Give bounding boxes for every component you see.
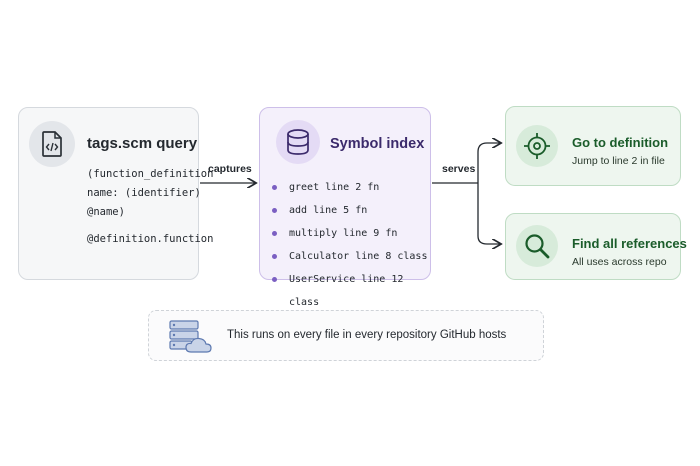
go-to-definition-title: Go to definition: [572, 135, 669, 150]
server-cloud-icon: [169, 320, 213, 359]
serves-arrow-goto: [477, 143, 500, 183]
query-title: tags.scm query: [87, 135, 198, 152]
query-card: tags.scm query (function_definition name…: [18, 107, 213, 280]
magnifier-icon: [516, 225, 558, 267]
go-to-definition-subtitle: Jump to line 2 in file: [572, 155, 665, 167]
query-code-line: (function_definition: [87, 168, 214, 180]
symbol-item: add line 5 fn: [272, 199, 430, 222]
scale-note: This runs on every file in every reposit…: [148, 310, 544, 361]
target-icon: [516, 125, 558, 167]
scale-note-text: This runs on every file in every reposit…: [227, 329, 507, 341]
query-code-line: name: (identifier): [87, 187, 201, 199]
serves-arrow-refs: [477, 183, 500, 244]
go-to-definition-card: Go to definition Jump to line 2 in file: [505, 106, 681, 186]
symbol-item: UserService line 12 class: [272, 268, 430, 308]
symbol-index-title: Symbol index: [330, 136, 425, 152]
find-all-references-title: Find all references: [572, 236, 687, 251]
query-code-line: @name): [87, 206, 125, 218]
code-file-icon: [29, 121, 75, 167]
symbol-list: greet line 2 fn add line 5 fn multiply l…: [272, 176, 430, 308]
query-code-line: @definition.function: [87, 233, 214, 245]
symbol-index-card: Symbol index greet line 2 fn add line 5 …: [259, 107, 431, 308]
find-all-references-card: Find all references All uses across repo: [505, 213, 687, 280]
database-icon: [276, 120, 320, 164]
symbol-item: Calculator line 8 class: [272, 245, 430, 268]
serves-label: serves: [442, 163, 476, 175]
symbol-item: greet line 2 fn: [272, 176, 430, 199]
captures-label: captures: [208, 163, 252, 175]
find-all-references-subtitle: All uses across repo: [572, 256, 667, 268]
symbol-item: multiply line 9 fn: [272, 222, 430, 245]
